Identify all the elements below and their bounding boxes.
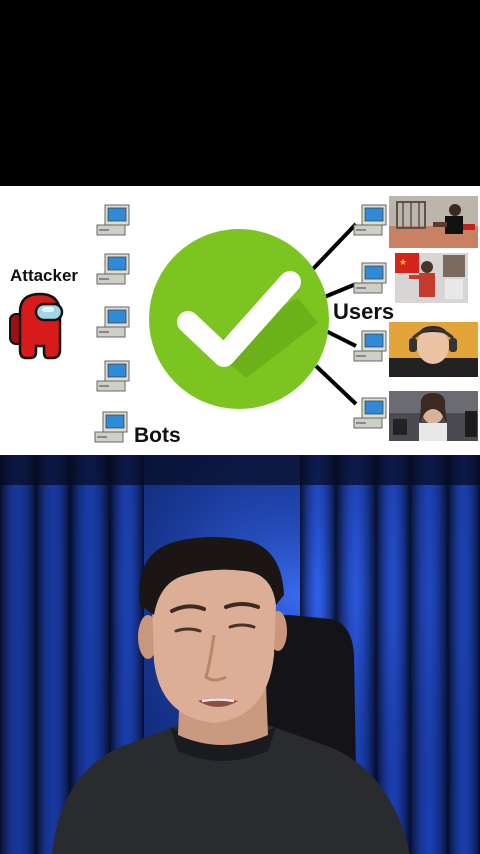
- users-label: Users: [333, 299, 395, 324]
- connection-lines: [310, 222, 358, 406]
- svg-text:★: ★: [399, 258, 407, 268]
- checkmark-icon: [149, 229, 329, 409]
- webcam-video-frame: [0, 455, 480, 854]
- attacker-label: Attacker: [10, 266, 79, 285]
- bot-computer-icon: [96, 306, 130, 338]
- user-computer-icon: [353, 330, 387, 362]
- bot-computer-icon: [96, 204, 130, 236]
- top-black-bar: [0, 0, 480, 186]
- bots-label: Bots: [134, 424, 181, 447]
- user-photo-2: ★: [395, 253, 468, 303]
- user-photo-4: [389, 391, 478, 441]
- user-photo-3: [389, 322, 478, 377]
- webcam-scene-illustration: [0, 455, 480, 854]
- botnet-diagram: Attacker: [0, 186, 480, 455]
- user-computer-icon: [353, 262, 387, 294]
- user-computer-icon: [353, 204, 387, 236]
- among-us-crewmate-icon: [9, 292, 64, 360]
- bot-computer-icon: [96, 360, 130, 392]
- user-computer-icon: [353, 397, 387, 429]
- user-photo-1: [389, 196, 478, 248]
- bot-computer-icon: [96, 253, 130, 285]
- bot-computer-icon: [94, 411, 128, 443]
